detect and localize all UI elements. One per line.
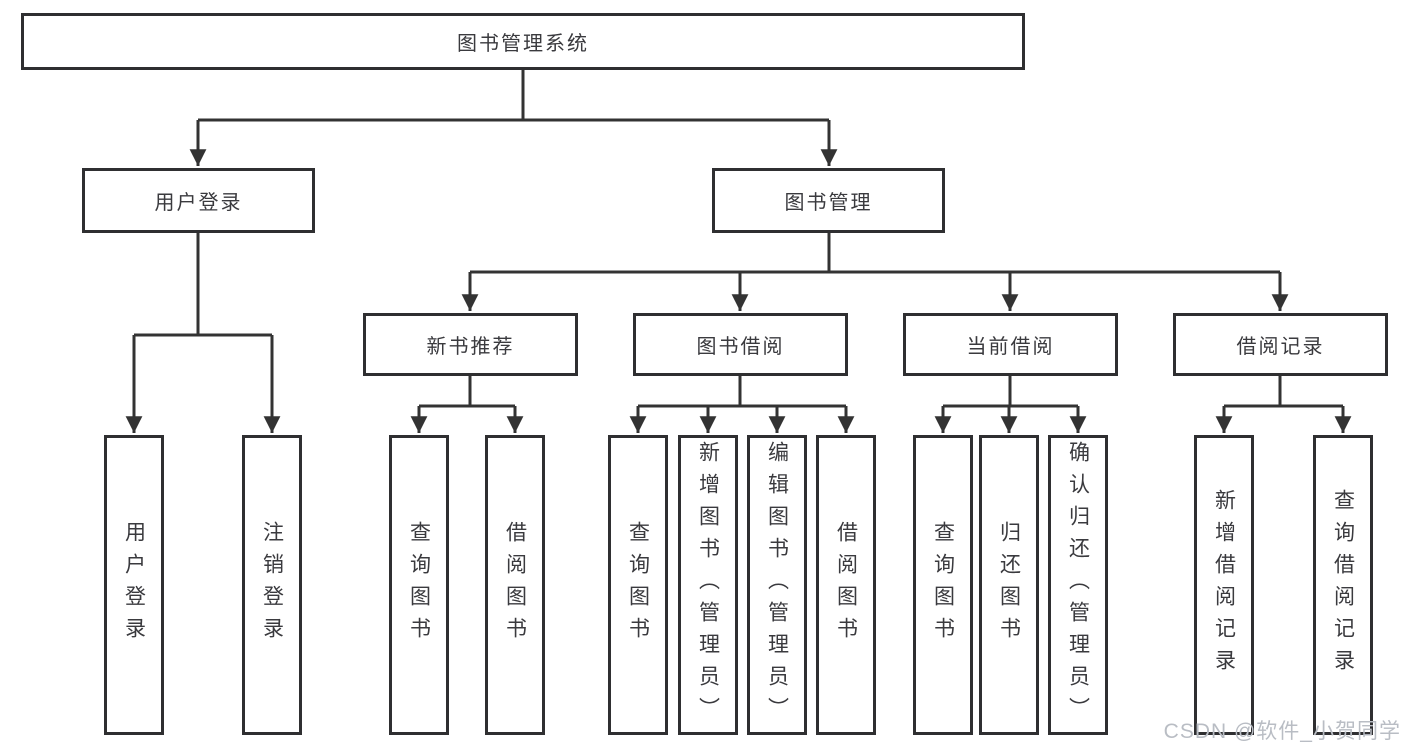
node-root-label: 图书管理系统 bbox=[457, 33, 589, 55]
leaf-newbook-borrow-books-label: 借阅图书 bbox=[503, 521, 527, 649]
leaf-logout: 注销登录 bbox=[242, 435, 302, 735]
leaf-record-add-record: 新增借阅记录 bbox=[1194, 435, 1254, 735]
node-user-login: 用户登录 bbox=[82, 168, 315, 233]
leaf-current-query-books-label: 查询图书 bbox=[931, 521, 955, 649]
leaf-logout-label: 注销登录 bbox=[260, 521, 284, 649]
node-borrow-record-label: 借阅记录 bbox=[1236, 336, 1325, 358]
leaf-newbook-query-books: 查询图书 bbox=[389, 435, 449, 735]
leaf-current-confirm-return-admin: 确认归还（管理员） bbox=[1048, 435, 1108, 735]
leaf-record-add-record-label: 新增借阅记录 bbox=[1212, 489, 1236, 681]
csdn-watermark: CSDN @软件_小贺同学 bbox=[1163, 720, 1401, 743]
node-user-login-label: 用户登录 bbox=[154, 192, 243, 214]
leaf-borrow-add-books-admin-label: 新增图书（管理员） bbox=[696, 441, 720, 729]
node-current-borrow: 当前借阅 bbox=[903, 313, 1118, 376]
node-root-system: 图书管理系统 bbox=[21, 13, 1025, 70]
leaf-record-query-record: 查询借阅记录 bbox=[1313, 435, 1373, 735]
leaf-borrow-query-books: 查询图书 bbox=[608, 435, 668, 735]
leaf-user-login-label: 用户登录 bbox=[122, 521, 146, 649]
leaf-current-confirm-return-admin-label: 确认归还（管理员） bbox=[1066, 441, 1090, 729]
leaf-borrow-borrow-books-label: 借阅图书 bbox=[834, 521, 858, 649]
leaf-borrow-edit-books-admin-label: 编辑图书（管理员） bbox=[765, 441, 789, 729]
node-current-borrow-label: 当前借阅 bbox=[966, 336, 1055, 358]
connector-root-to-level2 bbox=[189, 70, 838, 166]
leaf-newbook-borrow-books: 借阅图书 bbox=[485, 435, 545, 735]
node-book-borrow: 图书借阅 bbox=[633, 313, 848, 376]
leaf-newbook-query-books-label: 查询图书 bbox=[407, 521, 431, 649]
leaf-record-query-record-label: 查询借阅记录 bbox=[1331, 489, 1355, 681]
connector-bookborrow-to-leaves bbox=[629, 376, 855, 433]
leaf-borrow-add-books-admin: 新增图书（管理员） bbox=[678, 435, 738, 735]
leaf-current-query-books: 查询图书 bbox=[913, 435, 973, 735]
connector-newbook-to-leaves bbox=[410, 376, 524, 433]
node-new-book-recommend: 新书推荐 bbox=[363, 313, 578, 376]
leaf-borrow-query-books-label: 查询图书 bbox=[626, 521, 650, 649]
connector-userlogin-to-leaves bbox=[125, 233, 281, 433]
connector-borrowrecord-to-leaves bbox=[1215, 376, 1352, 433]
node-new-book-recommend-label: 新书推荐 bbox=[426, 336, 515, 358]
node-book-borrow-label: 图书借阅 bbox=[696, 336, 785, 358]
node-book-management-label: 图书管理 bbox=[784, 192, 873, 214]
leaf-borrow-edit-books-admin: 编辑图书（管理员） bbox=[747, 435, 807, 735]
leaf-user-login: 用户登录 bbox=[104, 435, 164, 735]
node-book-management: 图书管理 bbox=[712, 168, 945, 233]
node-borrow-record: 借阅记录 bbox=[1173, 313, 1388, 376]
connector-currentborrow-to-leaves bbox=[934, 376, 1087, 433]
leaf-current-return-books: 归还图书 bbox=[979, 435, 1039, 735]
leaf-borrow-borrow-books: 借阅图书 bbox=[816, 435, 876, 735]
connector-bookmgmt-to-level3 bbox=[461, 233, 1289, 311]
leaf-current-return-books-label: 归还图书 bbox=[997, 521, 1021, 649]
